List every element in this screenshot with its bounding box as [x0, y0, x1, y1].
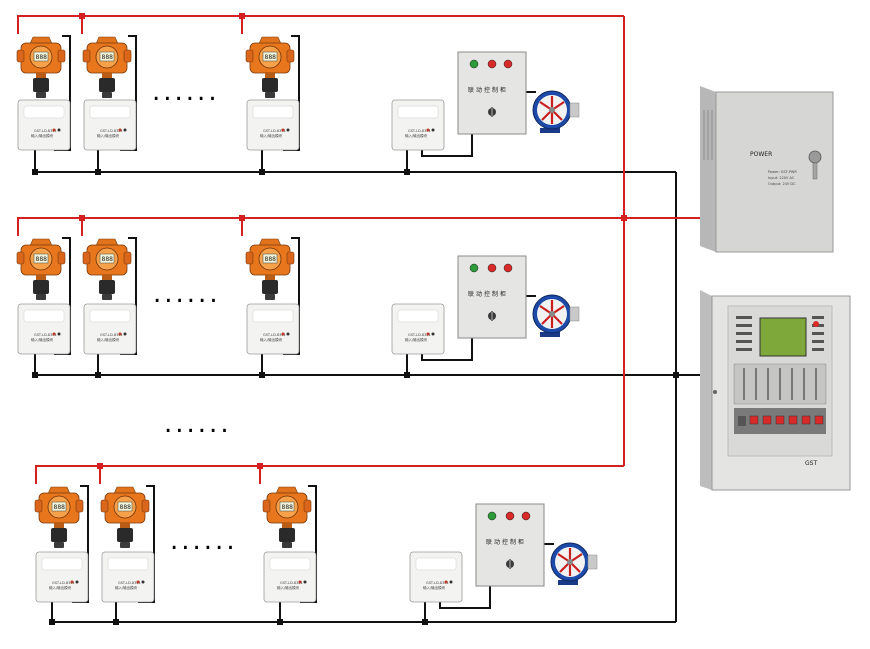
- bus-node: [49, 619, 55, 625]
- io-module: [17, 99, 71, 151]
- bus-node: [422, 619, 428, 625]
- io-module: [17, 303, 71, 355]
- bus-node: [32, 169, 38, 175]
- gas-detector: [82, 36, 132, 99]
- power-spec-3: Output: 24V DC: [768, 182, 796, 186]
- row1-ellipsis: ......: [152, 77, 220, 107]
- io-module: [263, 551, 317, 603]
- signal-row-1: [17, 15, 624, 34]
- gas-detector: [245, 238, 295, 301]
- gas-detector: [82, 238, 132, 301]
- io-module: [83, 303, 137, 355]
- signal-node: [79, 215, 85, 221]
- row3-ellipsis: ......: [170, 526, 238, 556]
- bus-node: [277, 619, 283, 625]
- controller-lcd: [759, 317, 807, 357]
- key-lock-icon: [808, 150, 822, 164]
- gas-detector: [245, 36, 295, 99]
- linkage-control-box: [457, 51, 527, 135]
- bus-node: [259, 169, 265, 175]
- signal-wires: [17, 15, 700, 484]
- gas-detector: [16, 36, 66, 99]
- gas-detector: [16, 238, 66, 301]
- row2-ellipsis: ......: [153, 279, 221, 309]
- signal-node: [239, 13, 245, 19]
- controller-brand: GST: [805, 460, 817, 467]
- linkage-control-box: [475, 503, 545, 587]
- exhaust-fan: [531, 293, 581, 339]
- signal-node: [79, 13, 85, 19]
- power-brand: POWER: [750, 151, 772, 158]
- io-module-linkage: [391, 99, 445, 151]
- linkage-control-box: [457, 255, 527, 339]
- fire-alarm-controller: GST: [700, 290, 851, 491]
- power-spec-1: Power: GST-PWR: [768, 170, 797, 174]
- between-rows-ellipsis: ......: [164, 409, 232, 439]
- io-module: [246, 99, 300, 151]
- signal-row-3: [35, 465, 624, 484]
- io-module: [35, 551, 89, 603]
- io-module: [83, 99, 137, 151]
- bus-node: [404, 372, 410, 378]
- io-module-linkage: [391, 303, 445, 355]
- signal-node: [239, 215, 245, 221]
- bus-node: [95, 169, 101, 175]
- module-to-ctrlbox: [439, 586, 491, 609]
- module-to-ctrlbox: [421, 134, 473, 157]
- bus-node: [259, 372, 265, 378]
- power-supply-box: POWER Power: GST-PWR Input: 220V AC Outp…: [700, 86, 834, 253]
- io-module-linkage: [409, 551, 463, 603]
- module-to-ctrlbox: [421, 338, 473, 361]
- power-spec-2: Input: 220V AC: [768, 176, 795, 180]
- gas-detector: [100, 486, 150, 549]
- exhaust-fan: [549, 541, 599, 587]
- bus-node: [95, 372, 101, 378]
- bus-node: [32, 372, 38, 378]
- exhaust-fan: [531, 89, 581, 135]
- gas-detector: [34, 486, 84, 549]
- bus-node: [113, 619, 119, 625]
- signal-row-2: [17, 217, 624, 236]
- bus-junction: [673, 372, 679, 378]
- bus-node: [404, 169, 410, 175]
- signal-node: [97, 463, 103, 469]
- io-module: [246, 303, 300, 355]
- signal-junction: [621, 215, 627, 221]
- gas-detector: [262, 486, 312, 549]
- io-module: [101, 551, 155, 603]
- signal-node: [257, 463, 263, 469]
